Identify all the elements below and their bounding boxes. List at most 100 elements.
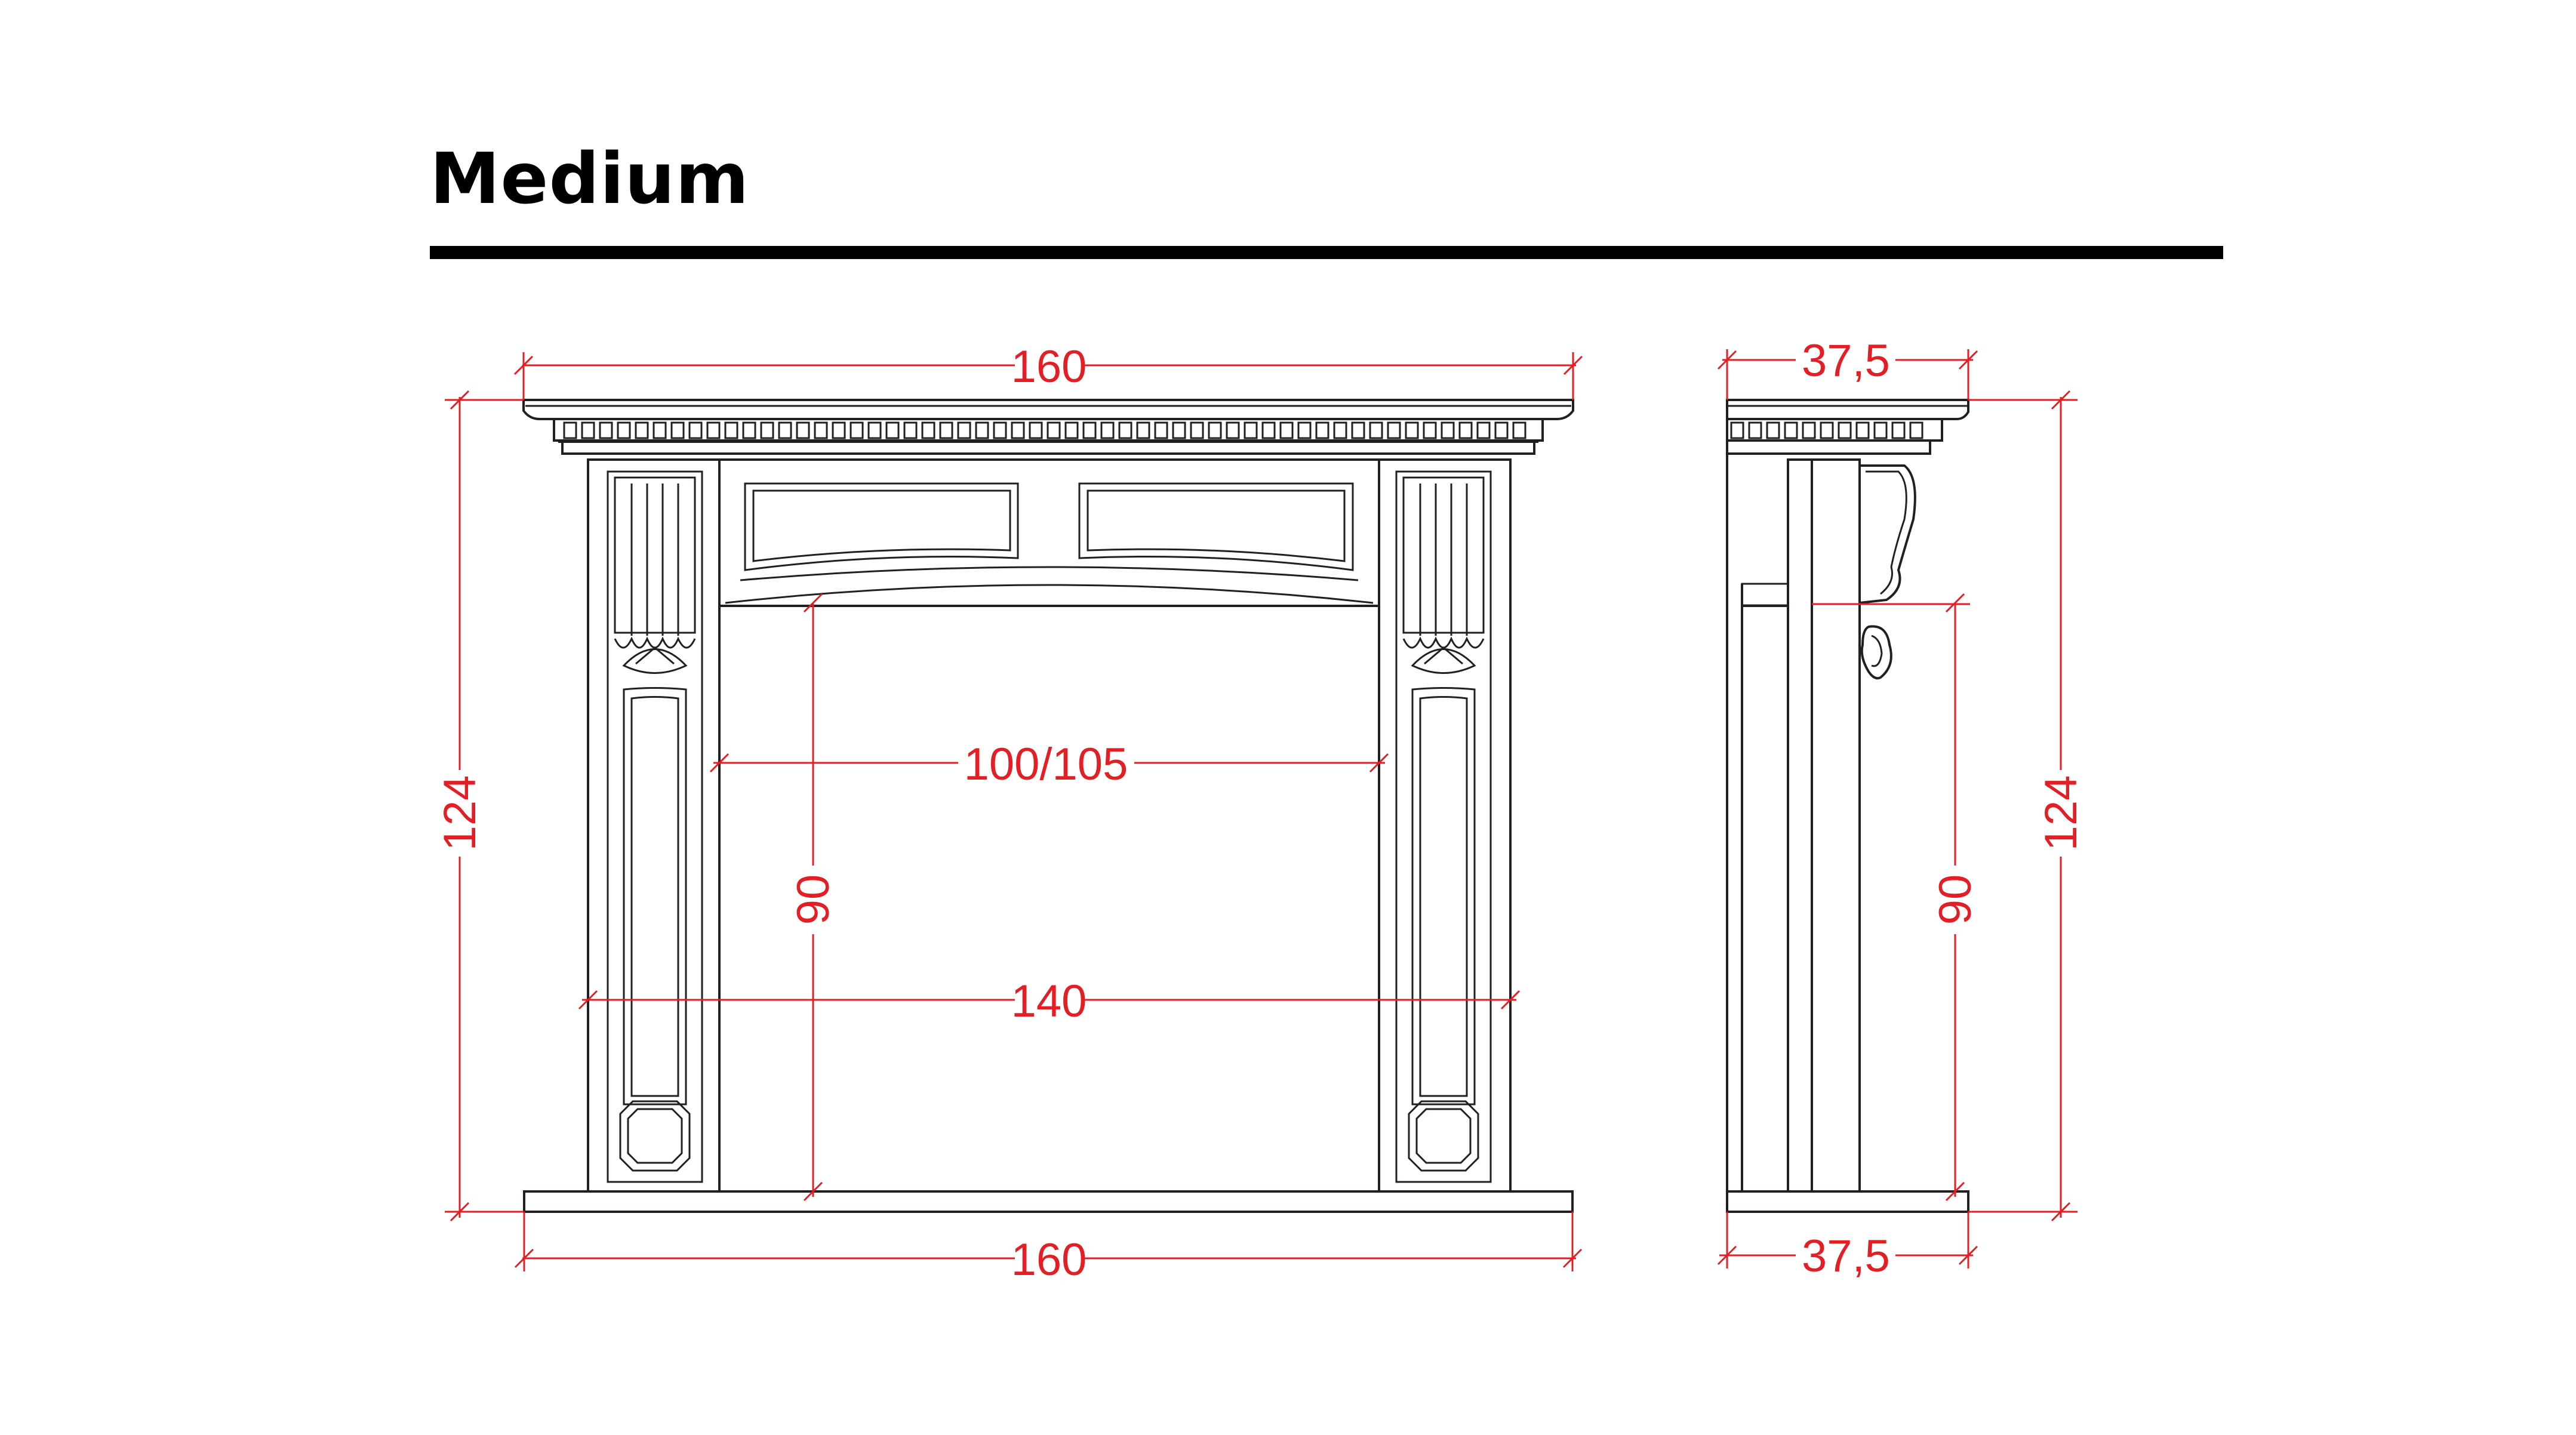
side-dentil-molding (1730, 421, 1923, 439)
dim-front-top-width-label: 160 (1011, 341, 1087, 392)
dentil-block (1423, 421, 1437, 439)
dentil-block (1226, 421, 1240, 439)
right-panel (1411, 687, 1476, 1105)
dentil-block (1784, 421, 1798, 439)
page-title: Medium (430, 137, 750, 220)
dentil-block (760, 421, 774, 439)
dentil-block (1512, 421, 1526, 439)
dim-opening-width: 100/105 (709, 739, 1389, 790)
dentil-block (975, 421, 989, 439)
dentil-block (885, 421, 900, 439)
dim-opening-width-label: 100/105 (964, 739, 1128, 790)
dentil-block (939, 421, 953, 439)
side-dimensions: 37,5 37,5 124 90 (1717, 335, 2086, 1282)
dim-side-bottom-depth-label: 37,5 (1802, 1231, 1890, 1282)
hearth-base (523, 1190, 1574, 1213)
frieze-panel-right (1078, 482, 1354, 571)
dentil-block (850, 421, 864, 439)
dentil-block (1766, 421, 1780, 439)
right-pilaster (1378, 458, 1512, 1193)
right-base-medallion (1408, 1100, 1479, 1172)
dentil-block (1297, 421, 1312, 439)
dentil-block (1838, 421, 1852, 439)
dentil-block (1082, 421, 1097, 439)
dim-opening-height: 90 (788, 593, 839, 1202)
dentil-block (635, 421, 649, 439)
dentil-block (778, 421, 792, 439)
dentil-block (1064, 421, 1079, 439)
dentil-block (1405, 421, 1419, 439)
dim-front-height-label: 124 (435, 775, 485, 851)
dentil-block (1855, 421, 1870, 439)
dentil-block (653, 421, 667, 439)
dim-front-top-width: 160 (513, 341, 1583, 400)
dentil-block (1244, 421, 1258, 439)
dentil-block (814, 421, 828, 439)
dentil-block (581, 421, 595, 439)
dentil-block (724, 421, 738, 439)
side-view (1726, 399, 1969, 1213)
dim-side-bottom-depth: 37,5 (1717, 1212, 1978, 1282)
title-underline (430, 246, 2223, 259)
left-base-medallion (619, 1100, 691, 1172)
dentil-block (599, 421, 613, 439)
dentil-block (1279, 421, 1294, 439)
dim-opening-height-label: 90 (788, 874, 839, 925)
dentil-block (1172, 421, 1186, 439)
dentil-block (1369, 421, 1383, 439)
dentil-block (1802, 421, 1816, 439)
dim-side-top-depth-label: 37,5 (1802, 335, 1890, 386)
dentil-block (617, 421, 631, 439)
side-shelf (1726, 399, 1969, 455)
dentil-block (1029, 421, 1043, 439)
dentil-block (1118, 421, 1132, 439)
dentil-block (1261, 421, 1276, 439)
dim-front-height: 124 (435, 390, 524, 1222)
dentil-molding (563, 421, 1526, 439)
dentil-block (1190, 421, 1204, 439)
dentil-block (1909, 421, 1923, 439)
dentil-block (796, 421, 810, 439)
side-corbel (1859, 464, 1916, 680)
dentil-block (1748, 421, 1762, 439)
dentil-block (1441, 421, 1455, 439)
dentil-block (957, 421, 971, 439)
dentil-block (1820, 421, 1834, 439)
dentil-block (1730, 421, 1744, 439)
dentil-block (1458, 421, 1473, 439)
dentil-block (1315, 421, 1329, 439)
dentil-block (1476, 421, 1491, 439)
dentil-block (1351, 421, 1365, 439)
frieze (718, 458, 1380, 607)
dentil-block (1100, 421, 1115, 439)
front-view (522, 399, 1574, 1213)
side-body (1726, 400, 1861, 1212)
dentil-block (742, 421, 756, 439)
dentil-block (993, 421, 1007, 439)
dentil-block (1011, 421, 1025, 439)
front-dimensions: 160 160 124 90 (435, 341, 1583, 1285)
left-pilaster (587, 458, 721, 1193)
dentil-block (706, 421, 721, 439)
dentil-block (563, 421, 577, 439)
dentil-block (688, 421, 703, 439)
dim-side-opening-height-label: 90 (1930, 874, 1981, 925)
dim-side-height-label: 124 (2036, 775, 2086, 851)
dentil-block (1136, 421, 1150, 439)
side-hearth (1726, 1190, 1969, 1213)
dentil-block (1891, 421, 1906, 439)
dentil-block (1208, 421, 1222, 439)
frieze-panel-left (744, 482, 1019, 571)
dentil-block (1154, 421, 1168, 439)
dentil-block (1333, 421, 1347, 439)
dentil-block (1387, 421, 1401, 439)
dim-side-top-depth: 37,5 (1717, 335, 1978, 400)
dim-side-height: 124 (1968, 390, 2086, 1222)
dim-inner-width: 140 (578, 976, 1521, 1027)
dim-front-bottom-width-label: 160 (1011, 1234, 1087, 1285)
dentil-block (903, 421, 918, 439)
dentil-block (867, 421, 882, 439)
left-panel (623, 687, 687, 1105)
left-corbel (614, 476, 696, 674)
